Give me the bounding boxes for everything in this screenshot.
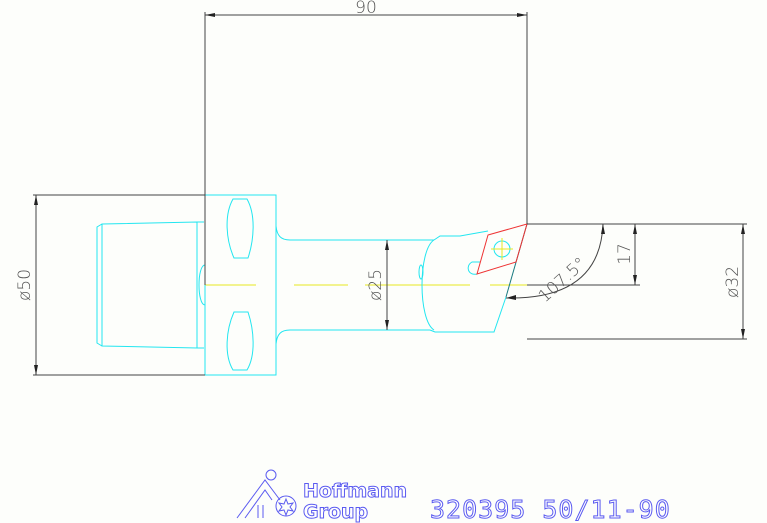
logo-brand-line1: Hoffmann [303, 480, 407, 502]
dimension-17: 17 [527, 224, 640, 286]
dimension-90: 90 [204, 0, 528, 285]
dim-17-label: 17 [615, 243, 635, 265]
drive-slot-lower [226, 311, 254, 371]
dimension-d32: ø32 [527, 223, 747, 340]
tool-head [429, 223, 528, 333]
dimension-d50: ø50 [15, 194, 205, 376]
logo-brand-line2: Group [303, 501, 368, 523]
part-reference: 320395 50/11-90 [430, 495, 671, 523]
cutting-insert [476, 223, 528, 275]
drive-slot-upper [226, 198, 254, 259]
dim-angle-label: 107.5° [535, 254, 591, 307]
dim-d25-label: ø25 [366, 269, 386, 301]
dim-d32-label: ø32 [723, 266, 743, 298]
taper-body [96, 221, 206, 349]
shank [275, 225, 435, 345]
dim-d50-label: ø50 [15, 269, 35, 301]
dimension-angle: 107.5° [505, 223, 605, 307]
dimension-d25: ø25 [366, 240, 389, 330]
dim-length-label: 90 [355, 0, 377, 18]
hoffmann-group-logo: Hoffmann Group [236, 469, 408, 523]
